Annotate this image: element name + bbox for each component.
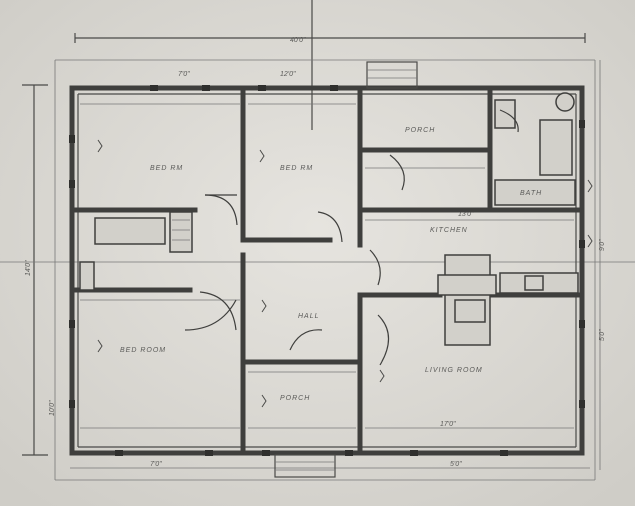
- overall-dimension-label: 40'0": [290, 37, 306, 44]
- room-label-bed-room-1: BED RM: [150, 165, 183, 172]
- window-marks: [69, 85, 585, 456]
- dim-top-mid: 12'0": [280, 71, 296, 78]
- exterior-walls: [69, 85, 585, 456]
- dim-bottom-left: 7'0": [150, 461, 162, 468]
- annotation-marks: [97, 139, 593, 408]
- interior-walls: [72, 85, 583, 455]
- room-label-porch-bottom: PORCH: [280, 395, 310, 402]
- kitchen-range: [437, 254, 579, 346]
- room-label-bed-room-3: BED ROOM: [120, 347, 166, 354]
- room-label-bed-room-2: BED RM: [280, 165, 313, 172]
- dim-left-lower: 10'0": [49, 400, 56, 416]
- bath-fixtures: [494, 92, 576, 206]
- dim-kitchen-width: 13'0": [458, 211, 474, 218]
- room-label-porch-top: PORCH: [405, 127, 435, 134]
- dim-bottom-right: 5'0": [450, 461, 462, 468]
- bottom-steps: [274, 454, 336, 478]
- dim-top-left: 7'0": [178, 71, 190, 78]
- room-label-living-room: LIVING ROOM: [425, 367, 483, 374]
- room-label-kitchen: KITCHEN: [430, 227, 468, 234]
- dim-right-upper: 9'0": [599, 239, 606, 251]
- room-label-hall: HALL: [298, 313, 320, 320]
- dim-living-width: 17'0": [440, 421, 456, 428]
- closet-fixtures: [79, 211, 193, 291]
- room-label-bath: BATH: [520, 190, 542, 197]
- dimension-lines: [0, 0, 635, 481]
- room-detail-lines: [80, 103, 574, 429]
- top-porch-steps: [366, 61, 418, 89]
- dim-left-upper: 14'0": [25, 260, 32, 276]
- dim-right-mid: 5'0": [599, 329, 606, 341]
- door-swings: [184, 109, 519, 366]
